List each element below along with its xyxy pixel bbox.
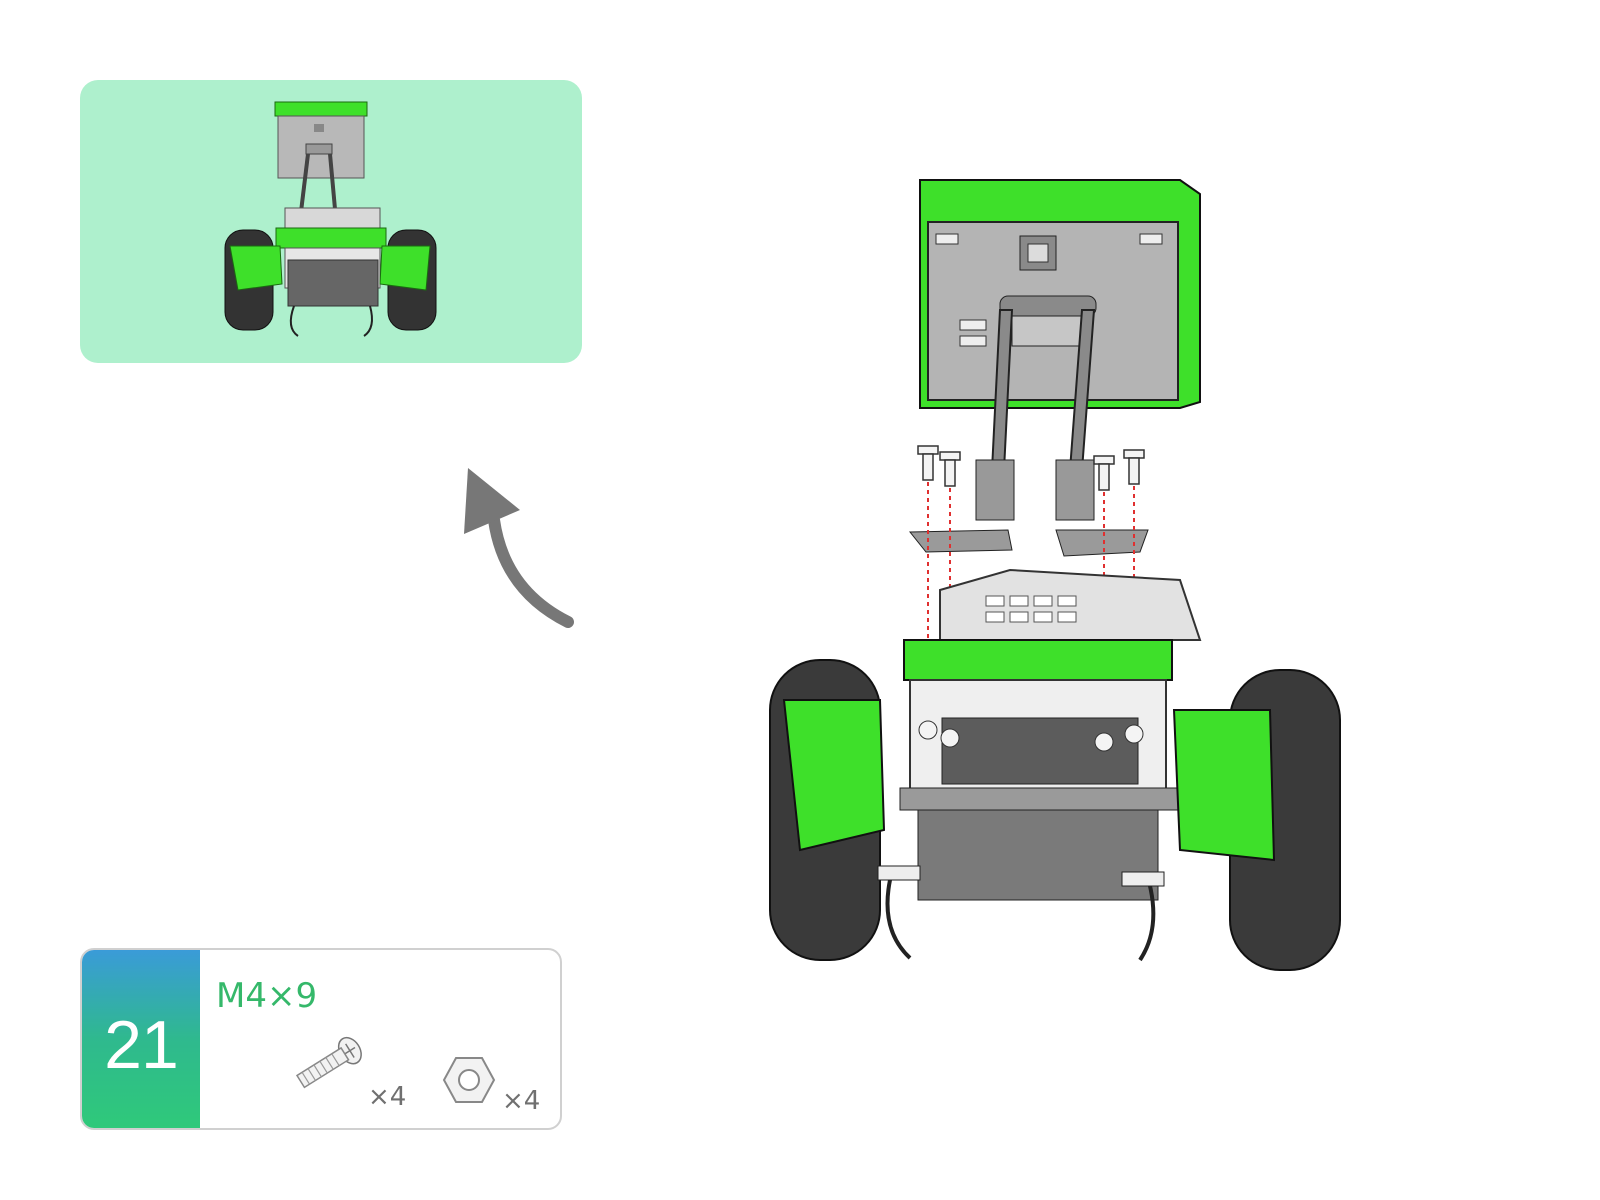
step-badge: 21 (82, 950, 200, 1128)
screw-icon (295, 1036, 362, 1089)
nut-icon (442, 1057, 496, 1103)
direction-arrow (440, 450, 600, 640)
nut-quantity: ×4 (502, 1086, 541, 1116)
completed-robot-preview (224, 101, 437, 337)
assembly-illustration (760, 170, 1400, 1010)
part-name: M4×9 (216, 976, 318, 1016)
step-number: 21 (104, 1007, 179, 1083)
curved-arrow-icon (464, 468, 574, 628)
robot-exploded-view (769, 179, 1341, 971)
preview-panel (80, 80, 582, 363)
screw-quantity: ×4 (368, 1082, 407, 1112)
parts-card: 21 M4×9 ×4 ×4 (80, 948, 562, 1130)
